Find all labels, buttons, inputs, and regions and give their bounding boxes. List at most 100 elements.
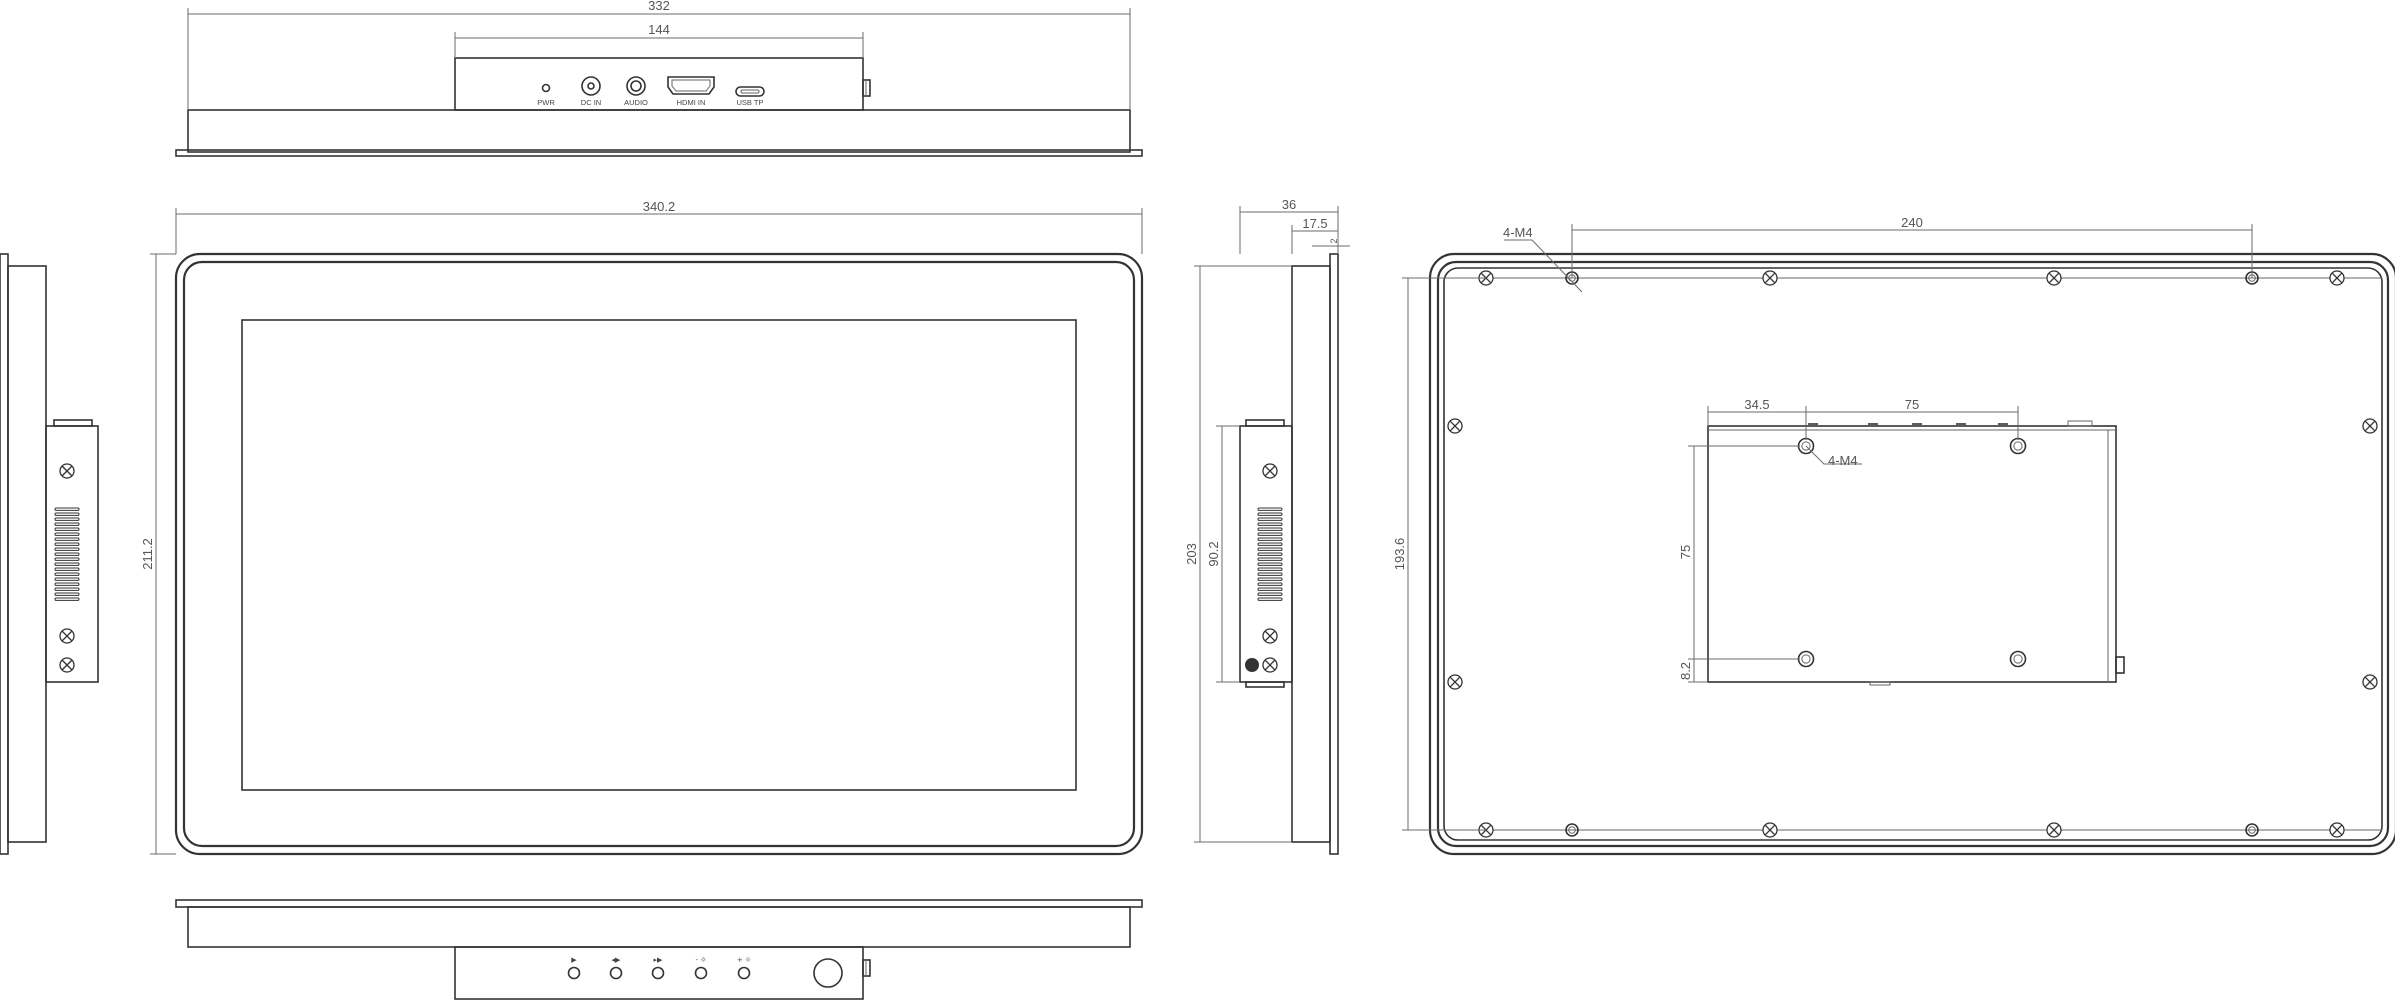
dim-side-bezel: 2 (1329, 238, 1339, 243)
label-back-holes: 4-M4 (1503, 225, 1533, 240)
screw-icon (1262, 628, 1278, 644)
menu-icon: ▶ (571, 956, 577, 964)
hdmi-port-icon (667, 76, 715, 95)
dim-front-height: 211.2 (140, 538, 155, 570)
mount-hole-inner (2013, 441, 2023, 451)
display-area (241, 319, 1077, 791)
control-button[interactable] (694, 966, 708, 980)
vent-slot (1257, 582, 1283, 586)
vent-slot (54, 597, 80, 601)
dim-vesa-bottom: 8.2 (1678, 662, 1693, 680)
vent-slot (1257, 597, 1283, 601)
dim-front-width: 340.2 (643, 199, 676, 214)
vent-slot (54, 592, 80, 596)
dim-top-overall-width: 332 (648, 0, 670, 13)
brightness-down-icon: - ☼ (695, 956, 706, 964)
dc-jack-icon (1245, 658, 1259, 672)
dim-back-height: 193.6 (1392, 538, 1407, 571)
vent-slot (54, 577, 80, 581)
front-view: 340.2 211.2 (140, 199, 1144, 856)
screw-icon (1262, 463, 1278, 479)
vent-slot (54, 542, 80, 546)
vent-slot (54, 562, 80, 566)
vent-slot (1257, 517, 1283, 521)
control-button[interactable] (737, 966, 751, 980)
control-buttons: ▶ ◂▶ ▸▶ - ☼ + ☼ (567, 956, 843, 988)
vent-slot (1257, 532, 1283, 536)
back-view: 240 4-M4 193.6 34.5 75 4-M4 75 8.2 (1392, 215, 2395, 856)
control-button[interactable] (609, 966, 623, 980)
screw-icon (1762, 822, 1778, 838)
dim-side-height: 203 (1184, 543, 1199, 565)
vent-slot (54, 532, 80, 536)
left-side-view (0, 253, 99, 855)
vent-grille (54, 507, 80, 601)
dim-side-box-height: 90.2 (1206, 541, 1221, 566)
mount-hole-inner (1801, 654, 1811, 664)
vent-slot (1257, 547, 1283, 551)
brightness-up-icon: + ☼ (737, 956, 751, 964)
dc-in-port-icon (581, 76, 601, 96)
port-label-dc-in: DC IN (581, 98, 601, 107)
mount-hole-inner (2013, 654, 2023, 664)
screw-icon (2329, 270, 2345, 286)
dim-side-depth-inner: 17.5 (1302, 216, 1327, 231)
right-icon: ▸▶ (654, 956, 664, 964)
vent-slot (1257, 522, 1283, 526)
dim-top-box-width: 144 (648, 22, 670, 37)
audio-port-icon (626, 76, 646, 96)
mount-hole-icon (2009, 437, 2027, 455)
screw-icon (2046, 822, 2062, 838)
vent-slot (54, 522, 80, 526)
mount-hole-icon (1797, 650, 1815, 668)
vent-slot (54, 547, 80, 551)
vent-slot (54, 557, 80, 561)
vent-slot (1257, 567, 1283, 571)
vent-slot (1257, 537, 1283, 541)
vent-slot (1257, 552, 1283, 556)
back-screws (1447, 270, 2378, 838)
screw-icon (2362, 674, 2378, 690)
vent-slot (1257, 557, 1283, 561)
vent-slot (54, 507, 80, 511)
bottom-view: ▶ ◂▶ ▸▶ - ☼ + ☼ (175, 899, 1143, 1000)
port-label-usb-tp: USB TP (737, 98, 764, 107)
port-label-hdmi-in: HDMI IN (677, 98, 706, 107)
vent-slot (54, 572, 80, 576)
mount-hole-inner (1568, 826, 1576, 834)
top-view: PWR DC IN AUDIO HDMI IN USB TP 332 144 (175, 0, 1143, 157)
dim-vesa-width: 75 (1905, 397, 1919, 412)
screw-icon (59, 628, 75, 644)
screw-icon (1447, 418, 1463, 434)
mount-hole-icon (2245, 823, 2259, 837)
screw-icon (2362, 418, 2378, 434)
label-vesa-holes: 4-M4 (1828, 453, 1858, 468)
dim-vesa-offset: 34.5 (1744, 397, 1769, 412)
vent-slot (1257, 512, 1283, 516)
pwr-led-icon (541, 83, 551, 93)
screw-icon (1762, 270, 1778, 286)
left-icon: ◂▶ (612, 956, 622, 964)
usb-c-port-icon (735, 86, 765, 97)
screw-icon (1447, 674, 1463, 690)
vent-slot (1257, 562, 1283, 566)
control-button[interactable] (651, 966, 665, 980)
control-button[interactable] (567, 966, 581, 980)
vent-grille (1257, 507, 1283, 601)
vent-slot (54, 582, 80, 586)
dim-back-hole-spacing: 240 (1901, 215, 1923, 230)
screw-icon (59, 657, 75, 673)
vent-slot (1257, 587, 1283, 591)
vent-slot (54, 537, 80, 541)
vent-slot (1257, 572, 1283, 576)
screw-icon (59, 463, 75, 479)
vent-slot (54, 512, 80, 516)
vent-slot (54, 527, 80, 531)
screw-icon (2046, 270, 2062, 286)
dim-side-depth: 36 (1282, 197, 1296, 212)
mount-hole-inner (1801, 441, 1811, 451)
vent-slot (1257, 577, 1283, 581)
dim-vesa-height: 75 (1678, 545, 1693, 559)
power-icon[interactable] (813, 958, 843, 988)
